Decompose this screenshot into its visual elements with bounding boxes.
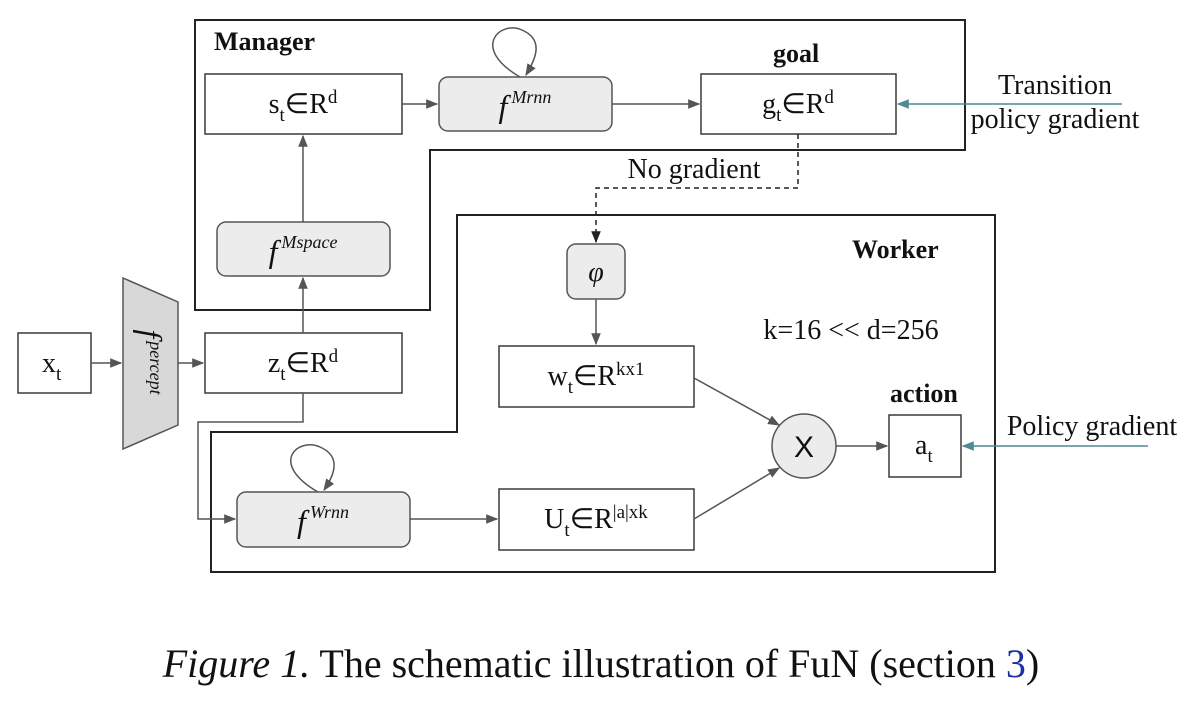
z-t-node: zt∈Rd <box>204 332 403 394</box>
k-d-note: k=16 << d=256 <box>763 315 938 346</box>
s-t-node: st∈Rd <box>204 73 403 135</box>
x-t-node: xt <box>17 332 92 394</box>
worker-title: Worker <box>852 235 939 264</box>
figure-caption: Figure 1. The schematic illustration of … <box>0 640 1202 687</box>
worker-frame <box>210 214 996 573</box>
svg-text:xt: xt <box>42 348 62 385</box>
mrnn-recurrent-loop <box>492 27 537 78</box>
svg-text:at: at <box>915 430 933 467</box>
svg-text:wt∈Rkx1: wt∈Rkx1 <box>547 359 644 398</box>
policy-gradient-label: Policy gradient <box>1007 411 1178 442</box>
caption-tail: ) <box>1025 641 1040 686</box>
manager-title: Manager <box>214 27 315 56</box>
wrnn-recurrent-loop <box>290 444 335 493</box>
arrow-g-to-phi <box>591 134 799 244</box>
caption-section-link[interactable]: 3 <box>1005 641 1026 686</box>
u-t-node: Ut∈R|a|xk <box>498 488 695 551</box>
phi-node: φ <box>566 243 626 300</box>
f-percept-node: fpercept <box>122 276 179 451</box>
multiply-node: X <box>771 413 837 479</box>
goal-label: goal <box>773 39 819 68</box>
arrow-w-to-multiply <box>693 377 781 426</box>
w-t-node: wt∈Rkx1 <box>498 345 695 408</box>
action-label: action <box>890 379 958 408</box>
svg-text:zt∈Rd: zt∈Rd <box>268 346 339 385</box>
svg-text:φ: φ <box>588 257 604 288</box>
arrow-u-to-multiply <box>693 467 781 520</box>
transition-gradient-label-2: policy gradient <box>971 104 1140 135</box>
manager-frame <box>194 19 966 311</box>
svg-text:X: X <box>794 431 814 464</box>
transition-gradient-label-1: Transition <box>998 70 1112 101</box>
caption-lead: Figure 1. <box>162 641 311 686</box>
a-t-node: at <box>888 414 962 478</box>
g-t-node: gt∈Rd <box>700 73 897 135</box>
svg-text:gt∈Rd: gt∈Rd <box>762 87 834 126</box>
arrow-z-to-wrnn <box>197 393 304 524</box>
caption-text: The schematic illustration of FuN (secti… <box>319 641 1006 686</box>
no-gradient-label: No gradient <box>628 154 761 185</box>
svg-text:Ut∈R|a|xk: Ut∈R|a|xk <box>544 502 648 541</box>
svg-text:st∈Rd: st∈Rd <box>269 87 338 126</box>
